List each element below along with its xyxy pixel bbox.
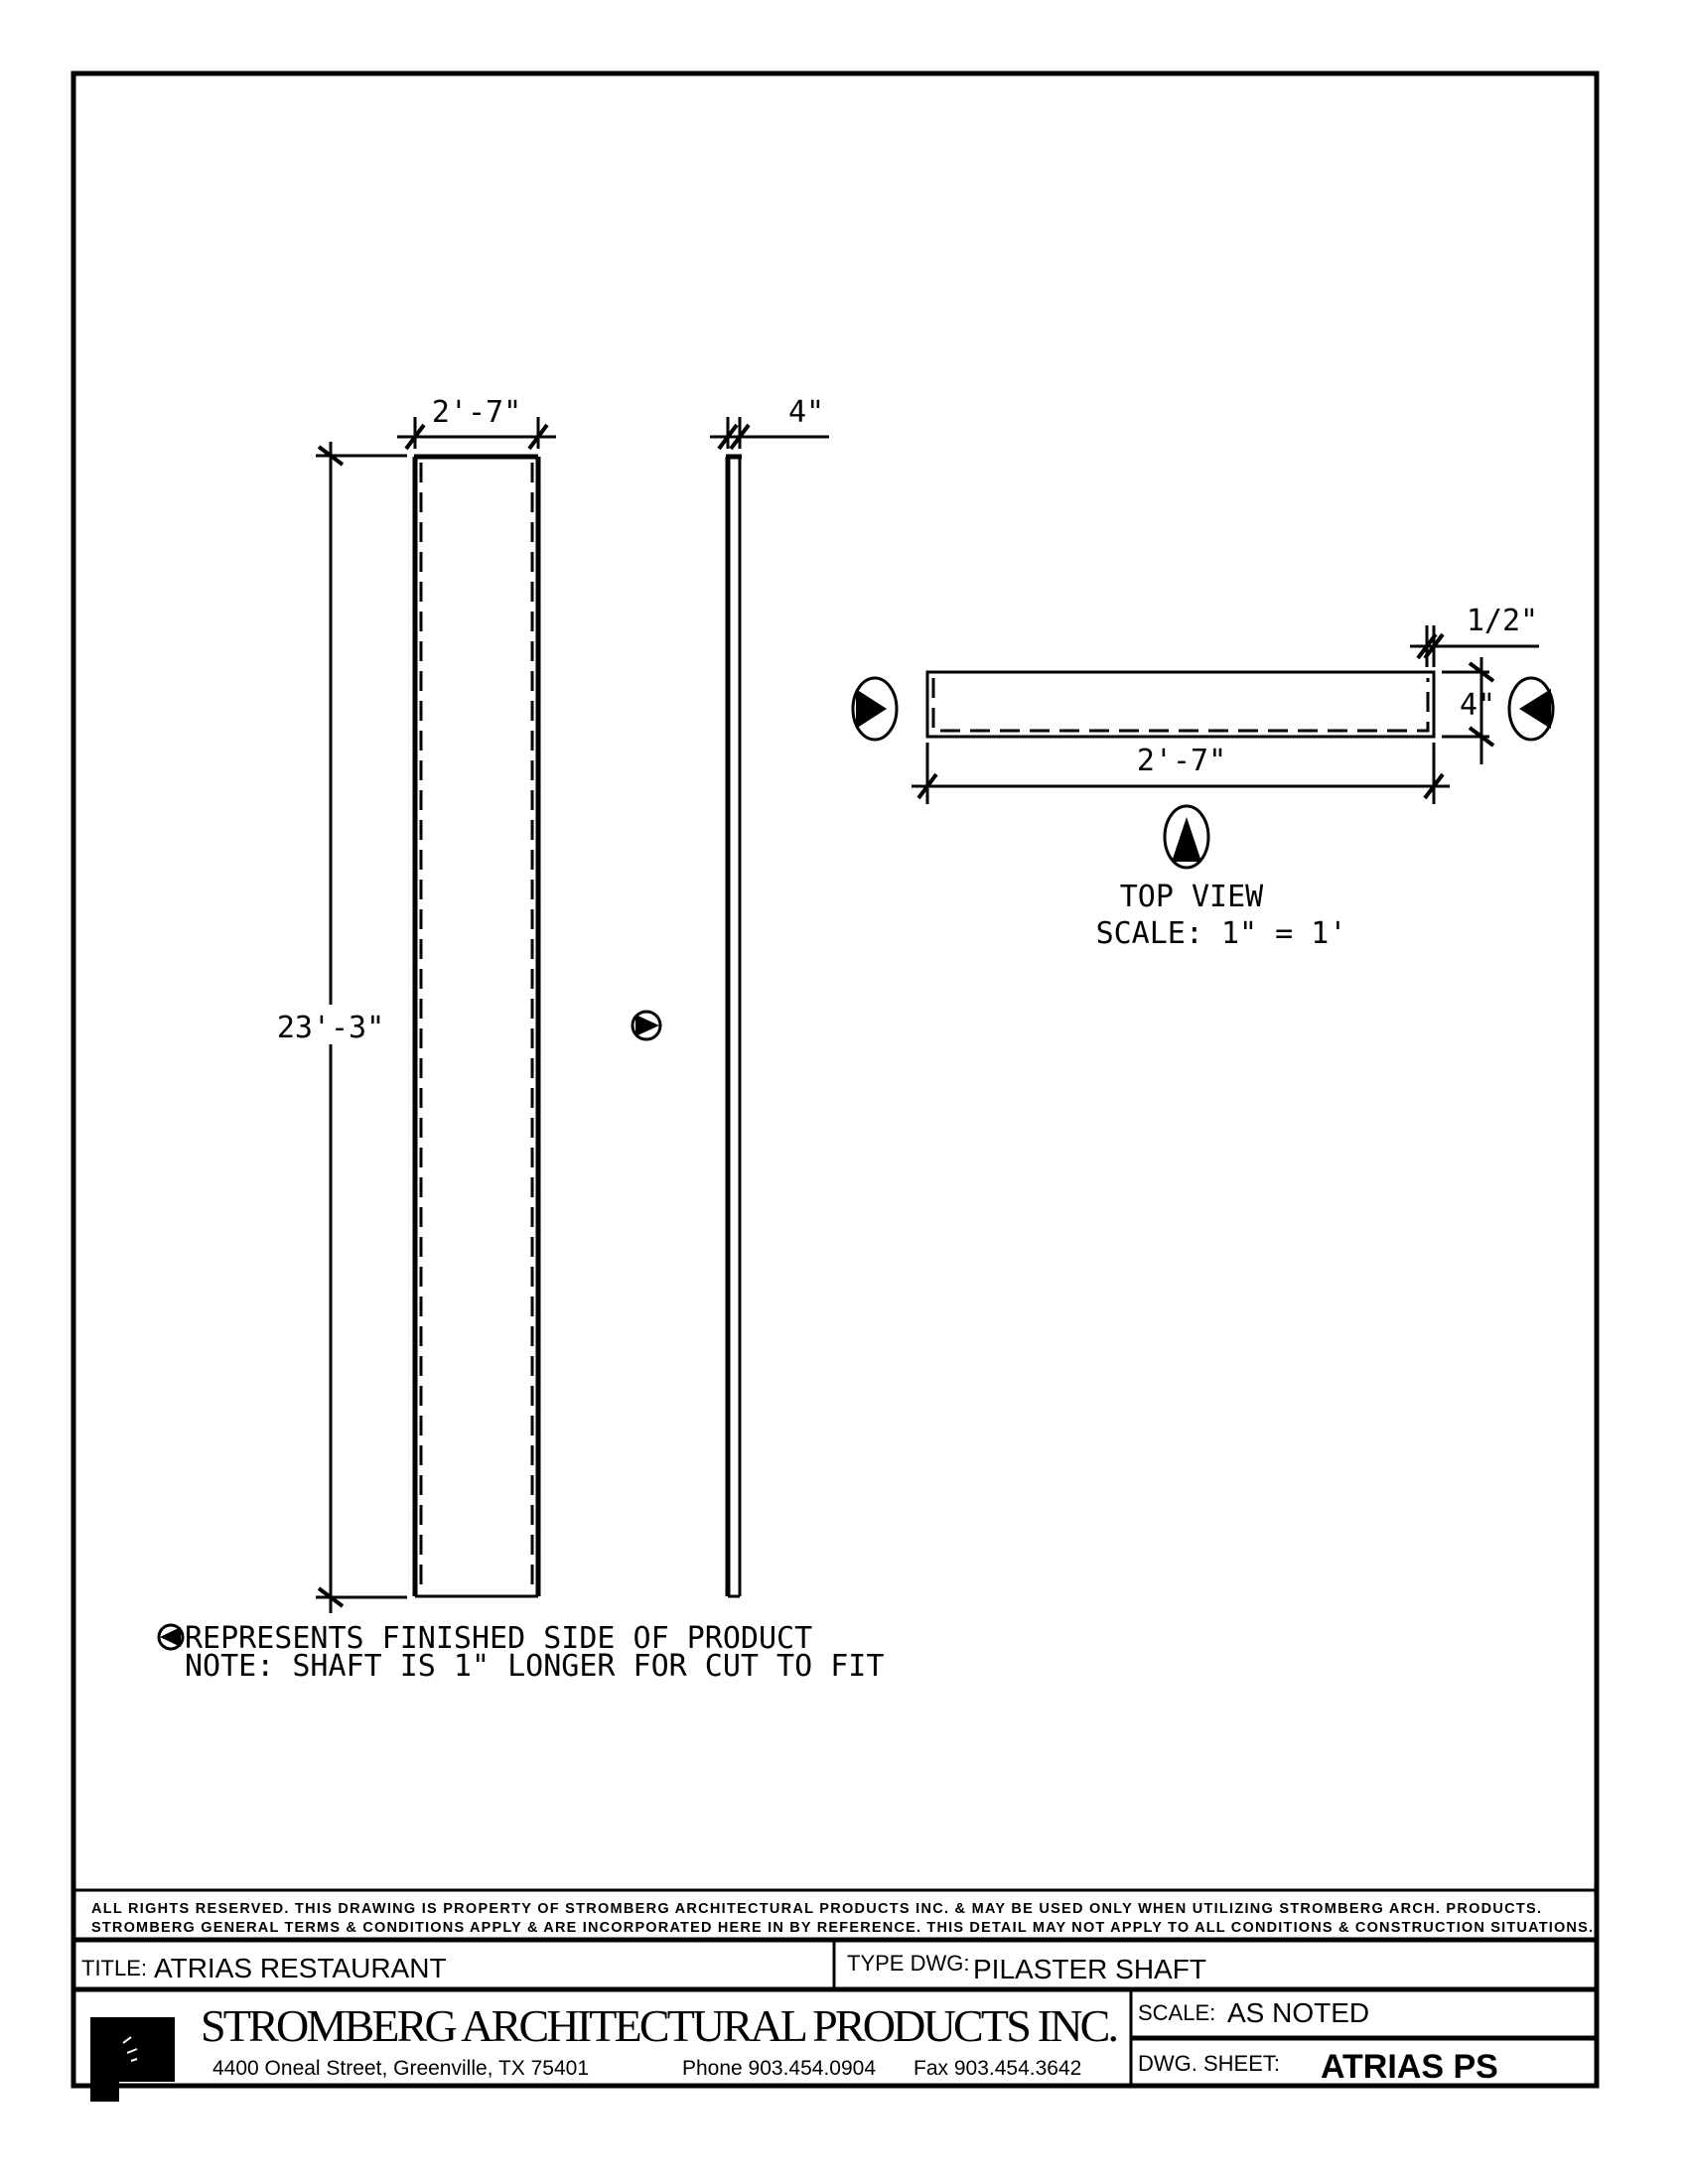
top-view-scale: SCALE: 1" = 1' (1096, 916, 1347, 951)
side-view: 4" (710, 395, 829, 1598)
top-view: 2'-7" 4" 1/2" TOP VIEW SCALE: 1" = 1' (851, 604, 1555, 951)
front-view: 2'-7" 23'-3" (277, 395, 556, 1613)
notes: REPRESENTS FINISHED SIDE OF PRODUCT NOTE… (157, 1621, 884, 1684)
title-block: ALL RIGHTS RESERVED. THIS DRAWING IS PRO… (73, 1888, 1597, 2102)
disclaimer-line-2: STROMBERG GENERAL TERMS & CONDITIONS APP… (91, 1920, 1593, 1936)
front-width-dim: 2'-7" (432, 395, 521, 430)
top-depth-dim: 4" (1460, 688, 1495, 723)
scale-label: SCALE: (1138, 2000, 1215, 2025)
view-arrow-right-icon (851, 676, 899, 742)
title-label: TITLE: (81, 1956, 147, 1980)
front-height-dim: 23'-3" (277, 1011, 384, 1045)
top-width-dim: 2'-7" (1137, 744, 1226, 778)
type-dwg-label: TYPE DWG: (847, 1951, 969, 1976)
title-value: ATRIAS RESTAURANT (154, 1953, 447, 1983)
top-wall-dim: 1/2" (1467, 604, 1538, 638)
company-fax: Fax 903.454.3642 (914, 2057, 1081, 2080)
company-logo (90, 2017, 175, 2102)
disclaimer-line-1: ALL RIGHTS RESERVED. THIS DRAWING IS PRO… (91, 1901, 1541, 1917)
type-dwg-value: PILASTER SHAFT (973, 1954, 1206, 1984)
company-address: 4400 Oneal Street, Greenville, TX 75401 (212, 2057, 589, 2080)
legend-text: REPRESENTS FINISHED SIDE OF PRODUCT (185, 1621, 812, 1656)
finished-side-arrow-icon (631, 1010, 662, 1041)
scale-value: AS NOTED (1227, 1997, 1369, 2028)
dwg-sheet-value: ATRIAS PS (1321, 2048, 1498, 2086)
view-arrow-left-icon (1507, 676, 1555, 742)
sheet-border (70, 70, 1600, 2089)
dwg-sheet-label: DWG. SHEET: (1138, 2051, 1280, 2076)
finished-side-legend-icon (157, 1623, 185, 1651)
company-name: STROMBERG ARCHITECTURAL PRODUCTS INC. (201, 2000, 1119, 2051)
note-text: NOTE: SHAFT IS 1" LONGER FOR CUT TO FIT (185, 1649, 884, 1684)
top-view-title: TOP VIEW (1120, 880, 1264, 914)
company-phone: Phone 903.454.0904 (682, 2057, 876, 2080)
view-arrow-up-icon (1163, 804, 1210, 870)
side-thickness-dim: 4" (788, 395, 824, 430)
